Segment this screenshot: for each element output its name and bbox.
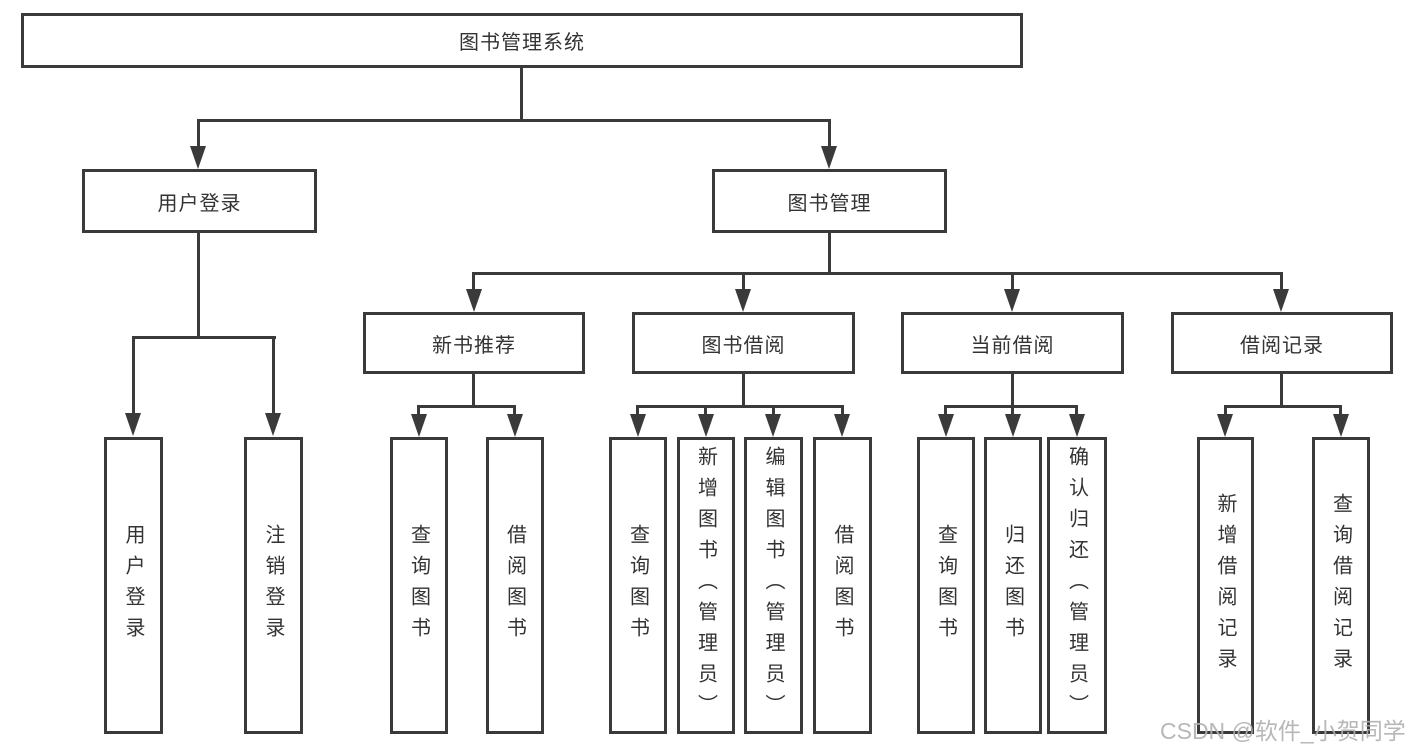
leaf-confirm-return-admin: 确认归还（管理员） [1047,437,1107,734]
node-label: 注销登录 [262,523,284,648]
edge-segment [1075,405,1078,416]
arrowhead-icon [735,289,751,312]
node-label: 借阅图书 [503,523,526,648]
node-label: 查询图书 [934,523,957,648]
edge-segment [1224,405,1227,416]
node-current-borrow: 当前借阅 [901,312,1124,374]
leaf-add-borrow-record: 新增借阅记录 [1197,437,1254,734]
leaf-add-books-admin: 新增图书（管理员） [677,437,735,734]
leaf-query-books-1: 查询图书 [390,437,448,734]
edge-segment [742,272,745,291]
leaf-borrow-books-2: 借阅图书 [813,437,872,734]
edge-segment [1224,405,1342,408]
node-root: 图书管理系统 [21,13,1023,68]
edge-segment [944,405,947,416]
node-label: 借阅记录 [1240,334,1324,357]
edge-segment [828,119,831,149]
node-label: 图书管理系统 [459,32,585,54]
node-label: 用户登录 [157,192,242,215]
edge-segment [1011,272,1014,291]
arrowhead-icon [821,146,837,169]
node-label: 图书借阅 [701,334,786,357]
leaf-query-books-2: 查询图书 [609,437,667,734]
leaf-borrow-books-1: 借阅图书 [486,437,544,734]
edge-segment [636,405,843,408]
edge-segment [636,405,639,416]
arrowhead-icon [265,413,281,436]
node-label: 当前借阅 [970,334,1055,357]
edge-segment [472,272,475,291]
arrowhead-icon [466,289,482,312]
leaf-user-login: 用户登录 [104,437,163,734]
arrowhead-icon [1069,414,1085,437]
edge-segment [132,336,276,339]
edge-segment [1011,372,1014,408]
edge-segment [520,68,523,119]
node-label: 归还图书 [1001,523,1024,648]
node-book-management: 图书管理 [712,169,947,233]
arrowhead-icon [507,414,523,437]
node-label: 借阅图书 [831,523,853,648]
node-label: 新增图书（管理员） [694,446,717,725]
arrowhead-icon [938,414,954,437]
node-borrow-records: 借阅记录 [1171,312,1393,374]
node-label: 查询借阅记录 [1329,492,1352,679]
arrowhead-icon [765,414,781,437]
edge-segment [272,336,275,416]
csdn-watermark: CSDN @软件_小贺同学 [1160,718,1405,744]
arrowhead-icon [1333,414,1349,437]
edge-segment [417,405,420,416]
edge-segment [132,336,135,416]
arrowhead-icon [190,146,206,169]
leaf-query-books-3: 查询图书 [917,437,975,734]
node-user-login: 用户登录 [82,169,317,233]
edge-segment [513,405,516,416]
node-label: 编辑图书（管理员） [762,446,784,725]
arrowhead-icon [125,413,141,436]
edge-segment [1339,405,1342,416]
arrowhead-icon [1217,414,1233,437]
edge-segment [841,405,844,416]
node-new-book-recommend: 新书推荐 [363,312,585,374]
edge-segment [417,405,516,408]
edge-segment [1011,405,1014,416]
edge-segment [197,231,200,336]
edge-segment [197,119,831,122]
leaf-logout: 注销登录 [244,437,303,734]
edge-segment [472,272,1283,275]
node-label: 查询图书 [626,523,649,648]
node-label: 确认归还（管理员） [1065,446,1088,725]
edge-segment [197,119,200,149]
arrowhead-icon [1004,289,1020,312]
node-label: 新增借阅记录 [1214,492,1236,679]
arrowhead-icon [630,414,646,437]
edge-segment [828,231,831,273]
edge-segment [772,405,775,416]
arrowhead-icon [411,414,427,437]
arrowhead-icon [834,414,850,437]
leaf-edit-books-admin: 编辑图书（管理员） [744,437,803,734]
node-label: 新书推荐 [432,334,516,357]
node-label: 图书管理 [787,192,872,215]
node-label: 查询图书 [407,523,430,648]
edge-segment [472,372,475,408]
arrowhead-icon [698,414,714,437]
edge-segment [1280,272,1283,291]
arrowhead-icon [1005,414,1021,437]
node-book-borrow: 图书借阅 [632,312,855,374]
node-label: 用户登录 [122,523,144,648]
leaf-query-borrow-record: 查询借阅记录 [1312,437,1370,734]
edge-segment [742,372,745,408]
edge-segment [1280,372,1283,408]
edge-segment [704,405,707,416]
leaf-return-books: 归还图书 [984,437,1042,734]
arrowhead-icon [1273,289,1289,312]
